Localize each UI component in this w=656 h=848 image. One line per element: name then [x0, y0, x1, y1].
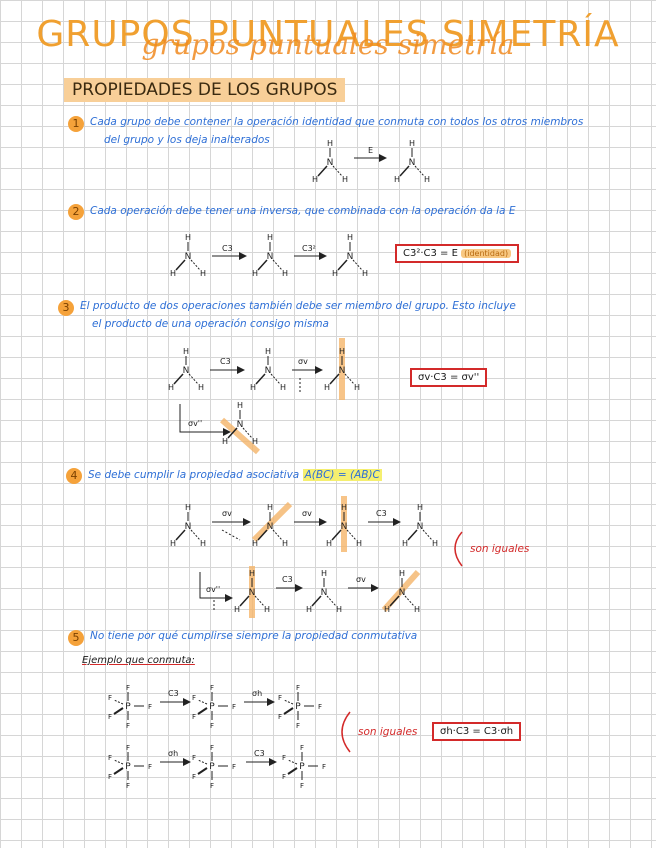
op-label: C3 — [282, 575, 293, 584]
op-label: σv'' — [206, 585, 220, 594]
ammonia-molecule — [306, 569, 342, 614]
op-label: σv — [302, 509, 312, 518]
bracket — [455, 532, 462, 566]
op-label: C3 — [222, 244, 233, 253]
pf5-molecule — [108, 684, 152, 730]
op-label: C3 — [254, 749, 265, 758]
ammonia-molecule — [252, 233, 288, 278]
ammonia-molecule — [168, 347, 204, 392]
op-label: σv'' — [188, 419, 202, 428]
bracket — [342, 712, 350, 752]
op-label: C3² — [302, 244, 316, 253]
op-label: σv — [298, 357, 308, 366]
op-label: σv — [356, 575, 366, 584]
op-label: σh — [252, 689, 262, 698]
pf5-molecule — [282, 744, 326, 790]
op-label: C3 — [376, 509, 387, 518]
ammonia-molecule — [332, 233, 368, 278]
ammonia-molecule — [170, 233, 206, 278]
pf5-molecule — [192, 744, 236, 790]
ammonia-molecule — [402, 503, 438, 548]
ammonia-molecule — [312, 139, 348, 184]
op-label: E — [368, 146, 373, 155]
op-label: C3 — [220, 357, 231, 366]
op-label: σh — [168, 749, 178, 758]
pf5-molecule — [278, 684, 322, 730]
ammonia-molecule — [250, 347, 286, 392]
ammonia-molecule — [394, 139, 430, 184]
pf5-molecule — [108, 744, 152, 790]
op-label: σv — [222, 509, 232, 518]
op-label: C3 — [168, 689, 179, 698]
ammonia-molecule — [170, 503, 206, 548]
pf5-molecule — [192, 684, 236, 730]
